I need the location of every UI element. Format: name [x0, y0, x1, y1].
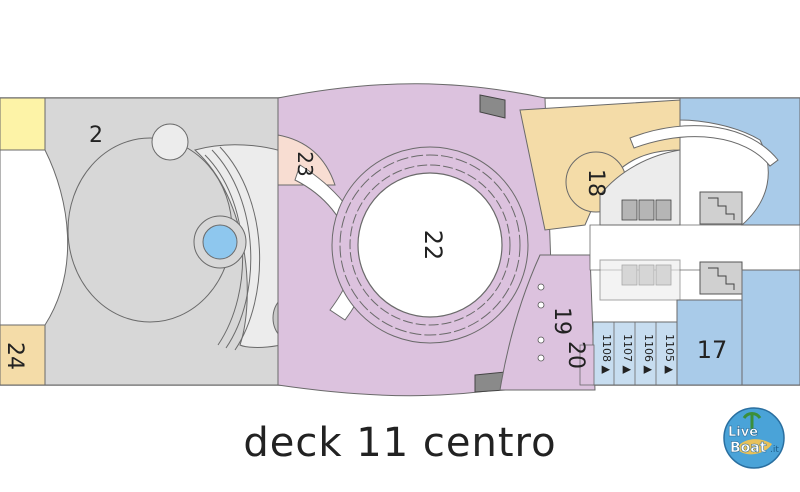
area-label-24: 24 [2, 342, 27, 370]
stairs-top[interactable] [479, 94, 506, 119]
light-3 [537, 336, 545, 344]
area-20-strip[interactable] [579, 344, 595, 386]
area-label-20: 20 [563, 341, 588, 369]
hot-tub-pool[interactable] [202, 224, 238, 260]
round-table [151, 123, 189, 161]
area-24-shape[interactable] [0, 324, 46, 386]
stair-steps-top [708, 197, 735, 220]
logo-palm-icon [742, 412, 762, 432]
liveboat-logo: Live Boat .it [723, 407, 785, 469]
elevator-2[interactable] [638, 199, 655, 221]
area-label-19: 19 [549, 307, 574, 335]
area-label-23: 23 [293, 151, 317, 176]
curved-wall [629, 125, 779, 167]
light-4 [537, 354, 545, 362]
logo-text-boat: Boat [730, 440, 767, 456]
area-label-2: 2 [89, 123, 103, 148]
light-1 [537, 283, 545, 291]
area-label-17: 17 [697, 336, 728, 364]
logo-island-icon [736, 439, 772, 455]
logo-text-live: Live [728, 425, 758, 440]
deck-caption: deck 11 centro [243, 420, 557, 466]
logo-text-suffix: .it [770, 445, 779, 455]
cabin-label-1108: 1108 ▲ [600, 334, 613, 374]
area-label-22: 22 [419, 230, 447, 261]
arc-3 [219, 146, 261, 351]
area-23-shape[interactable] [277, 134, 336, 186]
area-label-18: 18 [583, 169, 608, 197]
theater-seat-row-inner [349, 164, 511, 326]
elevator-3[interactable] [655, 199, 672, 221]
cabin-label-1105: 1105 ▲ [663, 334, 676, 374]
corridor-right [589, 224, 800, 271]
white-bay [0, 149, 69, 326]
area-19-shape[interactable] [499, 254, 596, 391]
arc-2 [211, 149, 252, 349]
stair-block-top[interactable] [699, 191, 743, 225]
theater-seat-row-outer [339, 154, 521, 336]
stair-steps-bottom [708, 267, 735, 290]
area-blue-bottom[interactable] [741, 269, 800, 386]
cabin-label-1107: 1107 ▲ [621, 334, 634, 374]
stair-block-bottom[interactable] [699, 261, 743, 295]
elevator-zone-bottom [599, 259, 681, 301]
logo-globe-icon [723, 407, 785, 469]
elevator-1[interactable] [621, 199, 638, 221]
area-yellow-corner[interactable] [0, 97, 46, 151]
light-2 [537, 301, 545, 309]
theater-center[interactable] [357, 172, 503, 318]
cabin-label-1106: 1106 ▲ [642, 334, 655, 374]
